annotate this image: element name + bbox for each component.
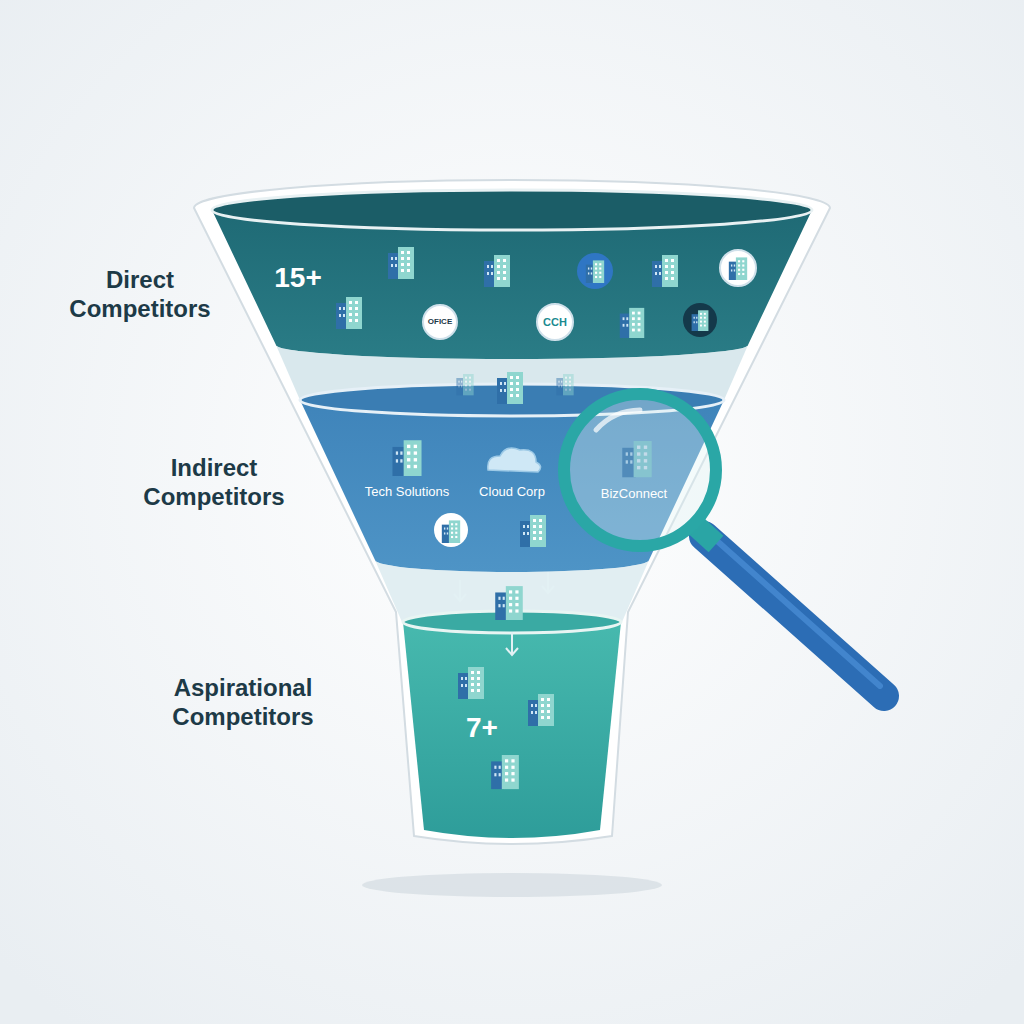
- aspirational-band: Aspirational Competitors7+: [400, 600, 624, 840]
- logo-badge: CCH: [536, 303, 574, 341]
- direct-band: OFICECCHDirect Competitors15+: [200, 190, 825, 395]
- logo-text: CCH: [543, 317, 567, 328]
- indirect-band: Indirect CompetitorsTech SolutionsCloud …: [290, 384, 730, 584]
- band-heading: Indirect Competitors: [139, 454, 289, 512]
- band-heading: Aspirational Competitors: [148, 674, 338, 732]
- competitor-name: Cloud Corp: [467, 484, 557, 500]
- competitor-name: Tech Solutions: [352, 484, 462, 500]
- logo-badge: OFICE: [422, 304, 458, 340]
- count-number: 7+: [452, 711, 512, 745]
- band-heading: Direct Competitors: [60, 266, 220, 324]
- competitor-name: BizConnect: [584, 486, 684, 502]
- logo-text: OFICE: [428, 318, 452, 326]
- count-number: 15+: [263, 261, 333, 295]
